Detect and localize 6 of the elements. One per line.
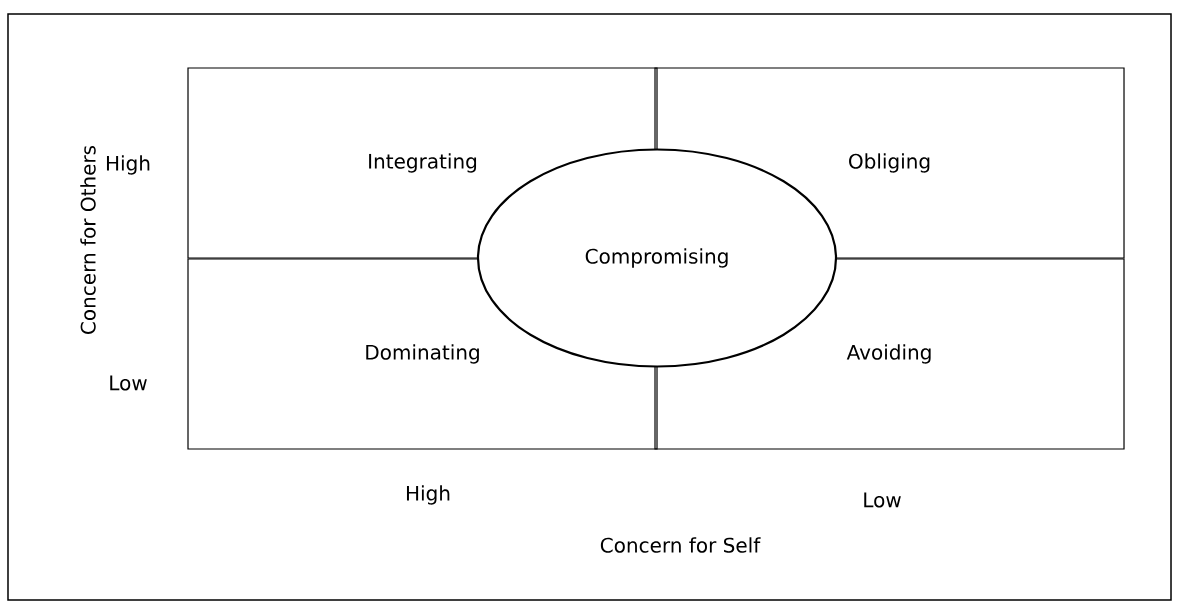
axis-title: Concern for Self xyxy=(600,537,761,553)
axis-level-label: High xyxy=(407,485,450,505)
axis-level-label: Low xyxy=(864,492,901,508)
axis-level-label: High xyxy=(107,155,150,175)
axis-title: Concern for Others xyxy=(80,145,96,334)
axis-level-label: Low xyxy=(110,375,147,391)
